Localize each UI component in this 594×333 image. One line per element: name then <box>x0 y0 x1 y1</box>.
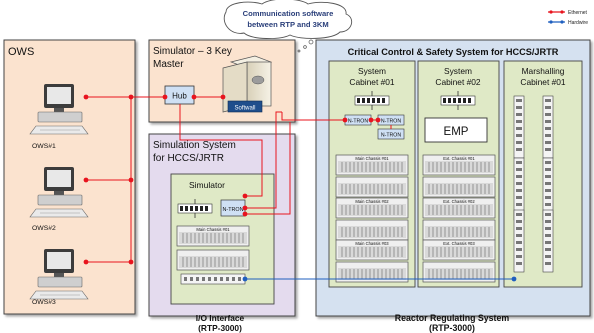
ethernet-nodes <box>83 94 381 265</box>
cabinet2-chassis-2: Ext. Chassis #02 <box>422 197 496 241</box>
ows3-label: OWS#3 <box>32 299 56 306</box>
simulator-3km-title-line2: Master <box>153 59 184 70</box>
simulator-chassis-lower <box>176 249 250 271</box>
ccss-title: Critical Control & Safety System for HCC… <box>348 47 559 57</box>
cabinet2-title-line2: Cabinet #02 <box>435 77 481 87</box>
cloud-text-line1: Communication software <box>243 9 334 18</box>
cabinet2-chassis-label-2: Ext. Chassis #02 <box>443 199 475 204</box>
communication-cloud: Communication software between RTP and 3… <box>223 0 353 53</box>
server-tower-icon: Softwall <box>222 55 273 113</box>
io-interface-label-line2: (RTP-3000) <box>198 323 242 333</box>
simulation-system-title-line1: Simulation System <box>153 140 236 151</box>
hub-box: Hub <box>164 85 195 105</box>
cabinet1-chassis-label-3: Main Chassis #03 <box>355 241 389 246</box>
cloud-text-line2: between RTP and 3KM <box>247 20 328 29</box>
cabinet1-title-line1: System <box>358 66 386 76</box>
cabinet1-ntron-3: N-TRON <box>377 128 405 140</box>
emp-label: EMP <box>444 126 469 138</box>
hardwire-link <box>242 276 517 282</box>
hub-label: Hub <box>172 92 187 101</box>
emp-box: EMP <box>424 117 488 143</box>
rrs-label-line2: (RTP-3000) <box>429 323 475 333</box>
cabinet2-chassis-3: Ext. Chassis #03 <box>422 239 496 283</box>
cabinet1-chassis-label-1: Main Chassis #01 <box>355 156 389 161</box>
simulation-system-title-line2: for HCCS/JRTR <box>153 153 224 164</box>
ows-panel: OWS OWS#1 OWS#2 OWS#3 <box>3 39 136 315</box>
ethernet-links <box>86 96 392 263</box>
cabinet1-chassis-1: Main Chassis #01 <box>335 154 409 198</box>
cabinet1-chassis-3: Main Chassis #03 <box>335 239 409 283</box>
simulator-main-chassis: Main Chassis #01 <box>176 225 250 247</box>
marshalling-title-line2: Cabinet #01 <box>520 77 566 87</box>
cabinet1-chassis-2: Main Chassis #02 <box>335 197 409 241</box>
rrs-label-line1: Reactor Regulating System <box>395 313 510 323</box>
ows2-label: OWS#2 <box>32 225 56 232</box>
simulator-label: Simulator <box>189 180 225 190</box>
legend-ethernet: Ethernet <box>568 10 588 16</box>
cabinet1-ntron-1: N-TRON <box>344 114 372 126</box>
simulator-3km-title-line1: Simulator – 3 Key <box>153 46 232 57</box>
cabinet1-title-line2: Cabinet #01 <box>349 77 395 87</box>
simulation-system-panel: Simulation System for HCCS/JRTR Simulato… <box>148 133 296 317</box>
io-interface-label-line1: I/O Interface <box>196 313 245 323</box>
cabinet2-chassis-label-1: Ext. Chassis #01 <box>443 156 475 161</box>
ows-title: OWS <box>8 46 34 58</box>
softwall-label: Softwall <box>234 106 255 112</box>
simulator-io-strip <box>180 273 246 285</box>
cabinet1-ntron-2: N-TRON <box>377 114 405 126</box>
simulator-ntron-label: N-TRON <box>223 207 244 213</box>
cabinet1-ntron-label-3: N-TRON <box>381 133 401 139</box>
legend: Ethernet Hardwire <box>548 10 588 26</box>
simulator-main-chassis-label: Main Chassis #01 <box>196 227 230 232</box>
simulator-ntron: N-TRON <box>220 199 246 217</box>
cabinet2-title-line1: System <box>444 66 472 76</box>
marshalling-title-line1: Marshalling <box>522 66 565 76</box>
simulator-3km-panel: Simulator – 3 Key Master Hub Softwall <box>148 39 296 123</box>
cabinet2-chassis-label-3: Ext. Chassis #03 <box>443 241 475 246</box>
legend-hardwire: Hardwire <box>568 20 588 26</box>
ows1-label: OWS#1 <box>32 143 56 150</box>
cabinet2-chassis-1: Ext. Chassis #01 <box>422 154 496 198</box>
cabinet1-ntron-label-1: N-TRON <box>348 119 368 125</box>
cabinet1-chassis-label-2: Main Chassis #02 <box>355 199 389 204</box>
ccss-panel: Critical Control & Safety System for HCC… <box>315 39 591 317</box>
cabinet1-ntron-label-2: N-TRON <box>381 119 401 125</box>
